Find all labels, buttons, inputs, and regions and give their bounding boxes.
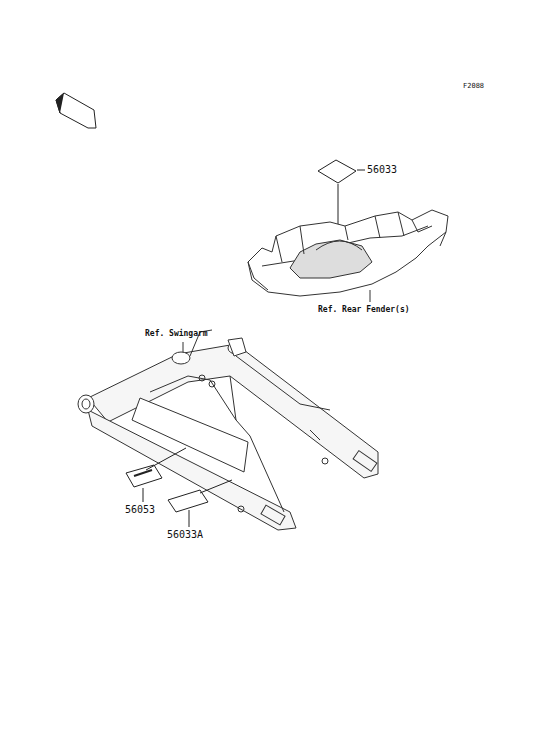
swingarm bbox=[78, 330, 378, 530]
callout-number: 56053 bbox=[125, 505, 155, 515]
reference-label: Ref. Swingarm bbox=[145, 330, 208, 338]
label-sheet bbox=[318, 160, 365, 228]
front-arrow-icon bbox=[56, 93, 96, 128]
callout-number: 56033A bbox=[167, 530, 203, 540]
reference-label: Ref. Rear Fender(s) bbox=[318, 306, 410, 314]
figure-number: F2088 bbox=[463, 83, 484, 90]
rear-fender bbox=[248, 210, 448, 302]
callout-number: 56033 bbox=[367, 165, 397, 175]
swingarm-labels bbox=[126, 448, 232, 527]
